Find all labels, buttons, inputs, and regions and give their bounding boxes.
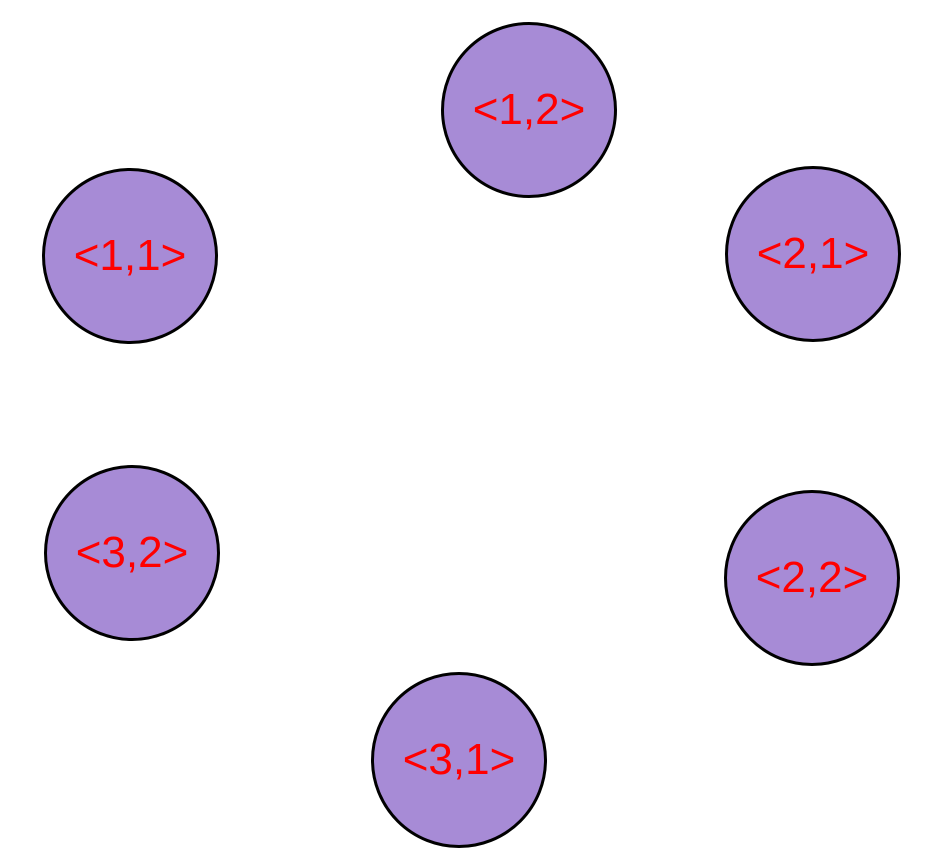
node-3-2: <3,2>	[44, 465, 220, 641]
node-label: <2,2>	[755, 553, 869, 602]
node-label: <3,1>	[402, 735, 516, 784]
node-3-1: <3,1>	[371, 672, 547, 848]
node-2-2: <2,2>	[724, 490, 900, 666]
node-2-1: <2,1>	[725, 166, 901, 342]
node-label: <3,2>	[75, 528, 189, 577]
node-label: <2,1>	[756, 229, 870, 278]
node-1-1: <1,1>	[42, 168, 218, 344]
node-label: <1,2>	[472, 85, 586, 134]
node-1-2: <1,2>	[441, 22, 617, 198]
node-label: <1,1>	[73, 231, 187, 280]
